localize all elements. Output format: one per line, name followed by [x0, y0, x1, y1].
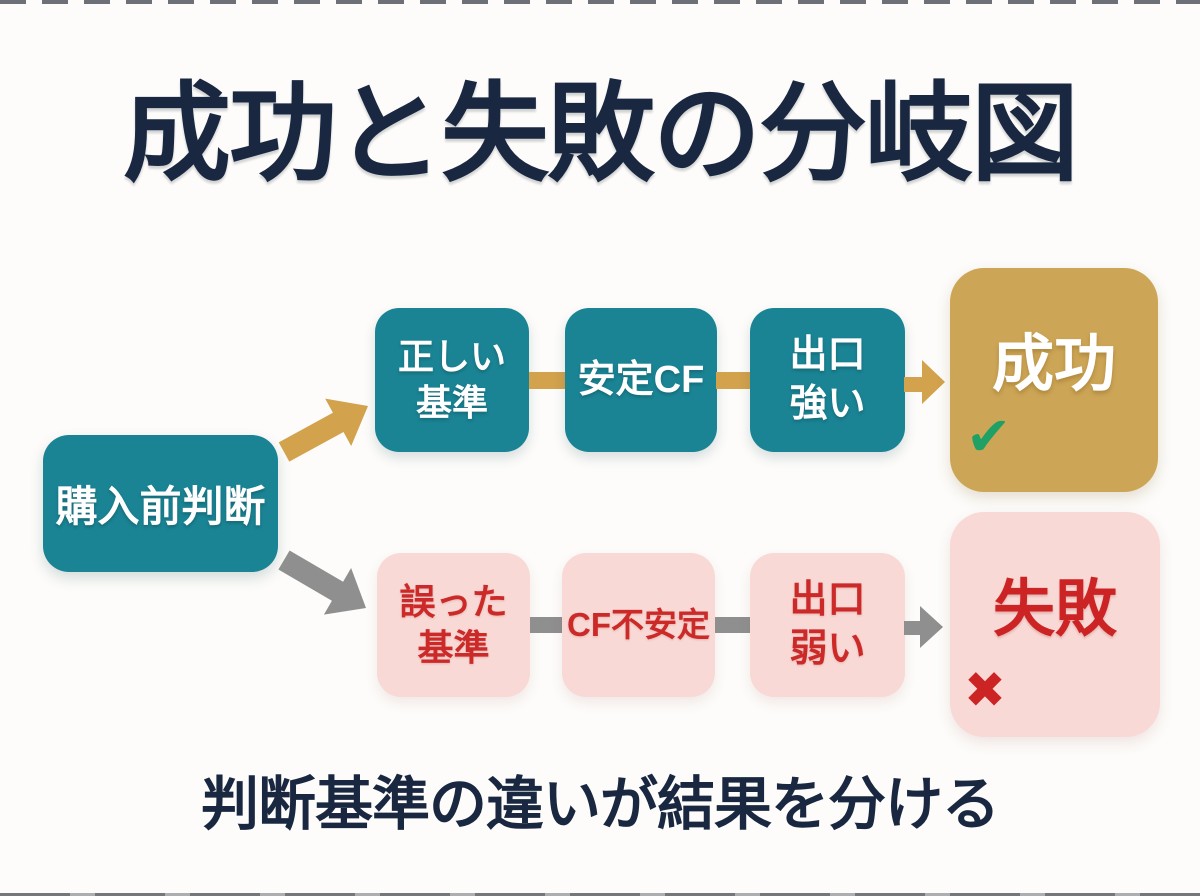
step-label: 誤った 基準 [399, 580, 508, 668]
start-node-label: 購入前判断 [55, 483, 266, 530]
step-strong-exit: 出口 強い [750, 308, 905, 452]
arrow-right-icon [920, 606, 943, 648]
outcome-failure: 失敗 ✖ [950, 512, 1160, 737]
bottom-edge-artifact [0, 893, 1200, 896]
outcome-success-label: 成功 [991, 330, 1116, 399]
step-correct-criteria: 正しい 基準 [375, 308, 529, 452]
connector-line [529, 372, 565, 389]
outcome-success: 成功 ✔ [950, 268, 1158, 492]
top-edge-artifact [0, 0, 1200, 4]
arrow-down-right-icon [278, 550, 366, 615]
step-label: 出口 強い [789, 334, 866, 425]
arrow-right-icon [904, 621, 922, 635]
step-label: 安定CF [577, 358, 705, 401]
arrow-up-right-icon [278, 398, 368, 462]
step-weak-exit: 出口 弱い [750, 553, 905, 697]
cross-icon: ✖ [964, 662, 1006, 718]
start-node: 購入前判断 [43, 435, 278, 572]
connector-line [716, 372, 750, 389]
step-wrong-criteria: 誤った 基準 [377, 553, 530, 697]
check-icon: ✔ [966, 407, 1012, 467]
page-title: 成功と失敗の分岐図 [122, 73, 1079, 194]
arrow-right-icon [904, 377, 924, 392]
arrow-right-icon [922, 360, 945, 404]
caption: 判断基準の違いが結果を分ける [200, 772, 1000, 837]
step-label: CF不安定 [567, 605, 710, 643]
step-unstable-cashflow: CF不安定 [562, 553, 715, 697]
step-label: 出口 弱い [789, 579, 866, 670]
outcome-failure-label: 失敗 [992, 574, 1117, 644]
connector-line [715, 617, 750, 633]
step-stable-cashflow: 安定CF [565, 308, 717, 452]
connector-line [530, 617, 562, 633]
step-label: 正しい 基準 [397, 335, 506, 423]
